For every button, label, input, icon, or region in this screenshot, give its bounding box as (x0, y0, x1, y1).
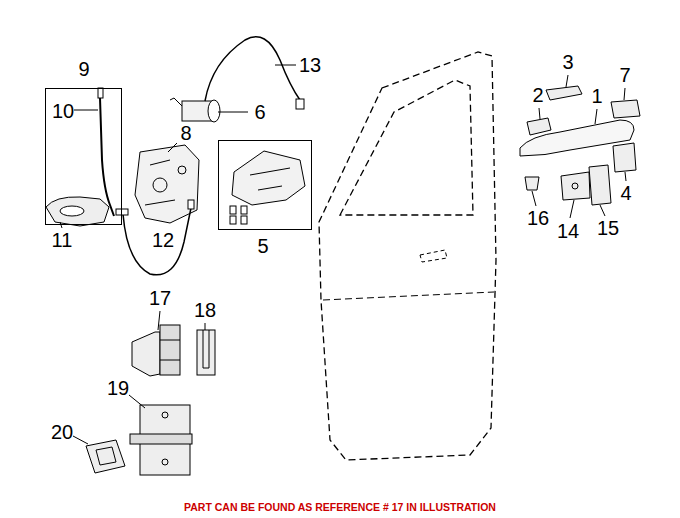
screw (241, 206, 247, 214)
callout-number: 6 (254, 102, 265, 122)
callout-number: 20 (51, 422, 73, 442)
shim-slot (203, 330, 209, 368)
callout-number: 15 (597, 218, 619, 238)
door-hinge (132, 332, 160, 376)
leader-line (218, 112, 248, 113)
leader-line (600, 205, 605, 216)
leader-line (73, 436, 88, 444)
screw (241, 216, 247, 224)
door-window (340, 80, 473, 215)
lock-rod (100, 98, 114, 216)
check-arm (130, 434, 192, 444)
callout-number: 4 (620, 183, 631, 203)
leader-line (205, 323, 206, 330)
callout-number: 3 (562, 52, 573, 72)
leader-line (129, 395, 145, 408)
bracket-hole (572, 183, 578, 189)
leader-line (595, 109, 597, 124)
group-box: 5 (218, 140, 312, 230)
lock-detail (250, 168, 290, 190)
leader-line (74, 110, 98, 111)
callout-number: 11 (52, 230, 73, 250)
screw (230, 206, 236, 214)
callout-number: 16 (527, 208, 549, 228)
gasket (546, 86, 582, 100)
handle-slot (60, 206, 84, 216)
lock-lever (170, 98, 182, 106)
callout-number: 14 (557, 221, 579, 241)
inner-handle (46, 197, 109, 226)
callout-number: 10 (52, 101, 74, 121)
screw (230, 216, 236, 224)
leader-line (275, 65, 296, 66)
callout-number: 19 (107, 378, 129, 398)
callout-number: 17 (149, 288, 171, 308)
grommet (525, 177, 539, 190)
leader-line (539, 108, 540, 119)
cable-end (296, 99, 304, 109)
check-bolt (162, 412, 168, 418)
hinge-detail (160, 340, 180, 360)
leader-line (566, 75, 568, 87)
cable (123, 208, 191, 275)
cable (205, 37, 300, 101)
check-bolt (162, 459, 168, 465)
leader-line (158, 311, 160, 330)
handle-bracket (589, 165, 611, 205)
hinge-shim (197, 330, 215, 375)
latch-detail (145, 160, 175, 205)
leader-line (168, 143, 177, 152)
callout-number: 5 (257, 236, 268, 256)
leader-line (532, 191, 536, 206)
callout-number: 1 (591, 86, 602, 106)
latch-detail (178, 166, 186, 174)
callout-number: 2 (532, 85, 543, 105)
group-box: 910 (45, 88, 122, 225)
leader-line (624, 88, 625, 100)
leader-lines (60, 65, 626, 444)
leader-line (625, 172, 626, 181)
handle-cap (611, 100, 640, 118)
hinge-knuckle (160, 325, 180, 375)
rod-knob (98, 88, 103, 98)
caption: PART CAN BE FOUND AS REFERENCE # 17 IN I… (0, 502, 680, 513)
cable-end (188, 200, 194, 209)
gasket (527, 118, 551, 135)
callout-number: 7 (619, 65, 630, 85)
callout-number: 9 (78, 59, 89, 79)
handle-bracket (561, 172, 590, 200)
seal-opening (96, 447, 116, 465)
door-outline (319, 52, 496, 460)
leader-line (60, 222, 62, 228)
door-line (323, 292, 494, 300)
leader-line (570, 200, 574, 218)
callout-number: 12 (152, 230, 174, 250)
callout-number: 18 (194, 300, 216, 320)
check-seal (86, 440, 125, 473)
door-handle-mark (420, 250, 447, 262)
callout-number: 8 (180, 123, 191, 143)
callout-number: 13 (299, 55, 321, 75)
cable-end (116, 209, 128, 215)
door-latch (135, 145, 199, 223)
lock-cylinder (208, 100, 220, 122)
handle-cap (613, 143, 636, 172)
lock-assembly (232, 151, 305, 205)
latch-detail (153, 178, 167, 192)
